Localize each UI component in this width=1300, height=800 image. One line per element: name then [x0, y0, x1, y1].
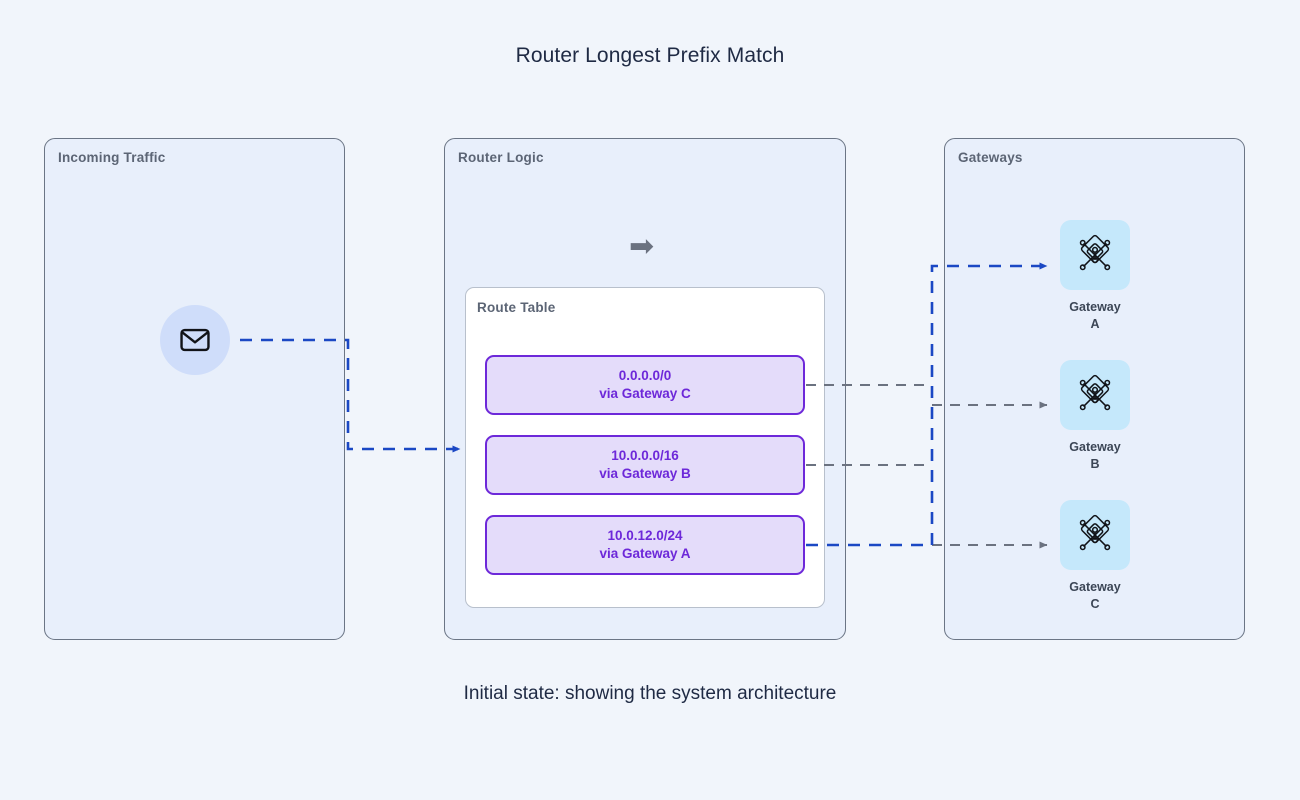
network-hub-icon: [1060, 220, 1130, 290]
panel-incoming-traffic-title: Incoming Traffic: [58, 150, 166, 165]
panel-gateways-title: Gateways: [958, 150, 1023, 165]
incoming-packet-node[interactable]: [160, 305, 230, 375]
route-table-title: Route Table: [477, 300, 556, 315]
envelope-icon: [178, 323, 212, 357]
gateway-label: Gateway C: [1069, 580, 1121, 611]
page-title: Router Longest Prefix Match: [515, 44, 785, 67]
route-entry[interactable]: 10.0.0.0/16 via Gateway B: [485, 435, 805, 495]
state-caption: Initial state: showing the system archit…: [463, 683, 837, 704]
route-entry[interactable]: 10.0.12.0/24 via Gateway A: [485, 515, 805, 575]
route-entry-via: via Gateway C: [599, 386, 691, 401]
network-hub-icon: [1060, 500, 1130, 570]
network-hub-icon: [1060, 360, 1130, 430]
gateway-node-c[interactable]: Gateway C: [1060, 500, 1130, 613]
route-entry-prefix: 10.0.12.0/24: [607, 528, 683, 543]
gateway-label: Gateway A: [1069, 300, 1121, 331]
right-arrow-icon: ➡: [629, 230, 655, 263]
route-entry[interactable]: 0.0.0.0/0 via Gateway C: [485, 355, 805, 415]
route-entry-via: via Gateway A: [599, 546, 691, 561]
route-entry-prefix: 10.0.0.0/16: [611, 448, 679, 463]
route-entry-prefix: 0.0.0.0/0: [618, 368, 672, 383]
gateway-node-b[interactable]: Gateway B: [1060, 360, 1130, 473]
panel-router-logic-title: Router Logic: [458, 150, 544, 165]
route-entry-via: via Gateway B: [599, 466, 691, 481]
panel-incoming-traffic: Incoming Traffic: [44, 138, 345, 640]
gateway-node-a[interactable]: Gateway A: [1060, 220, 1130, 333]
gateway-label: Gateway B: [1069, 440, 1121, 471]
